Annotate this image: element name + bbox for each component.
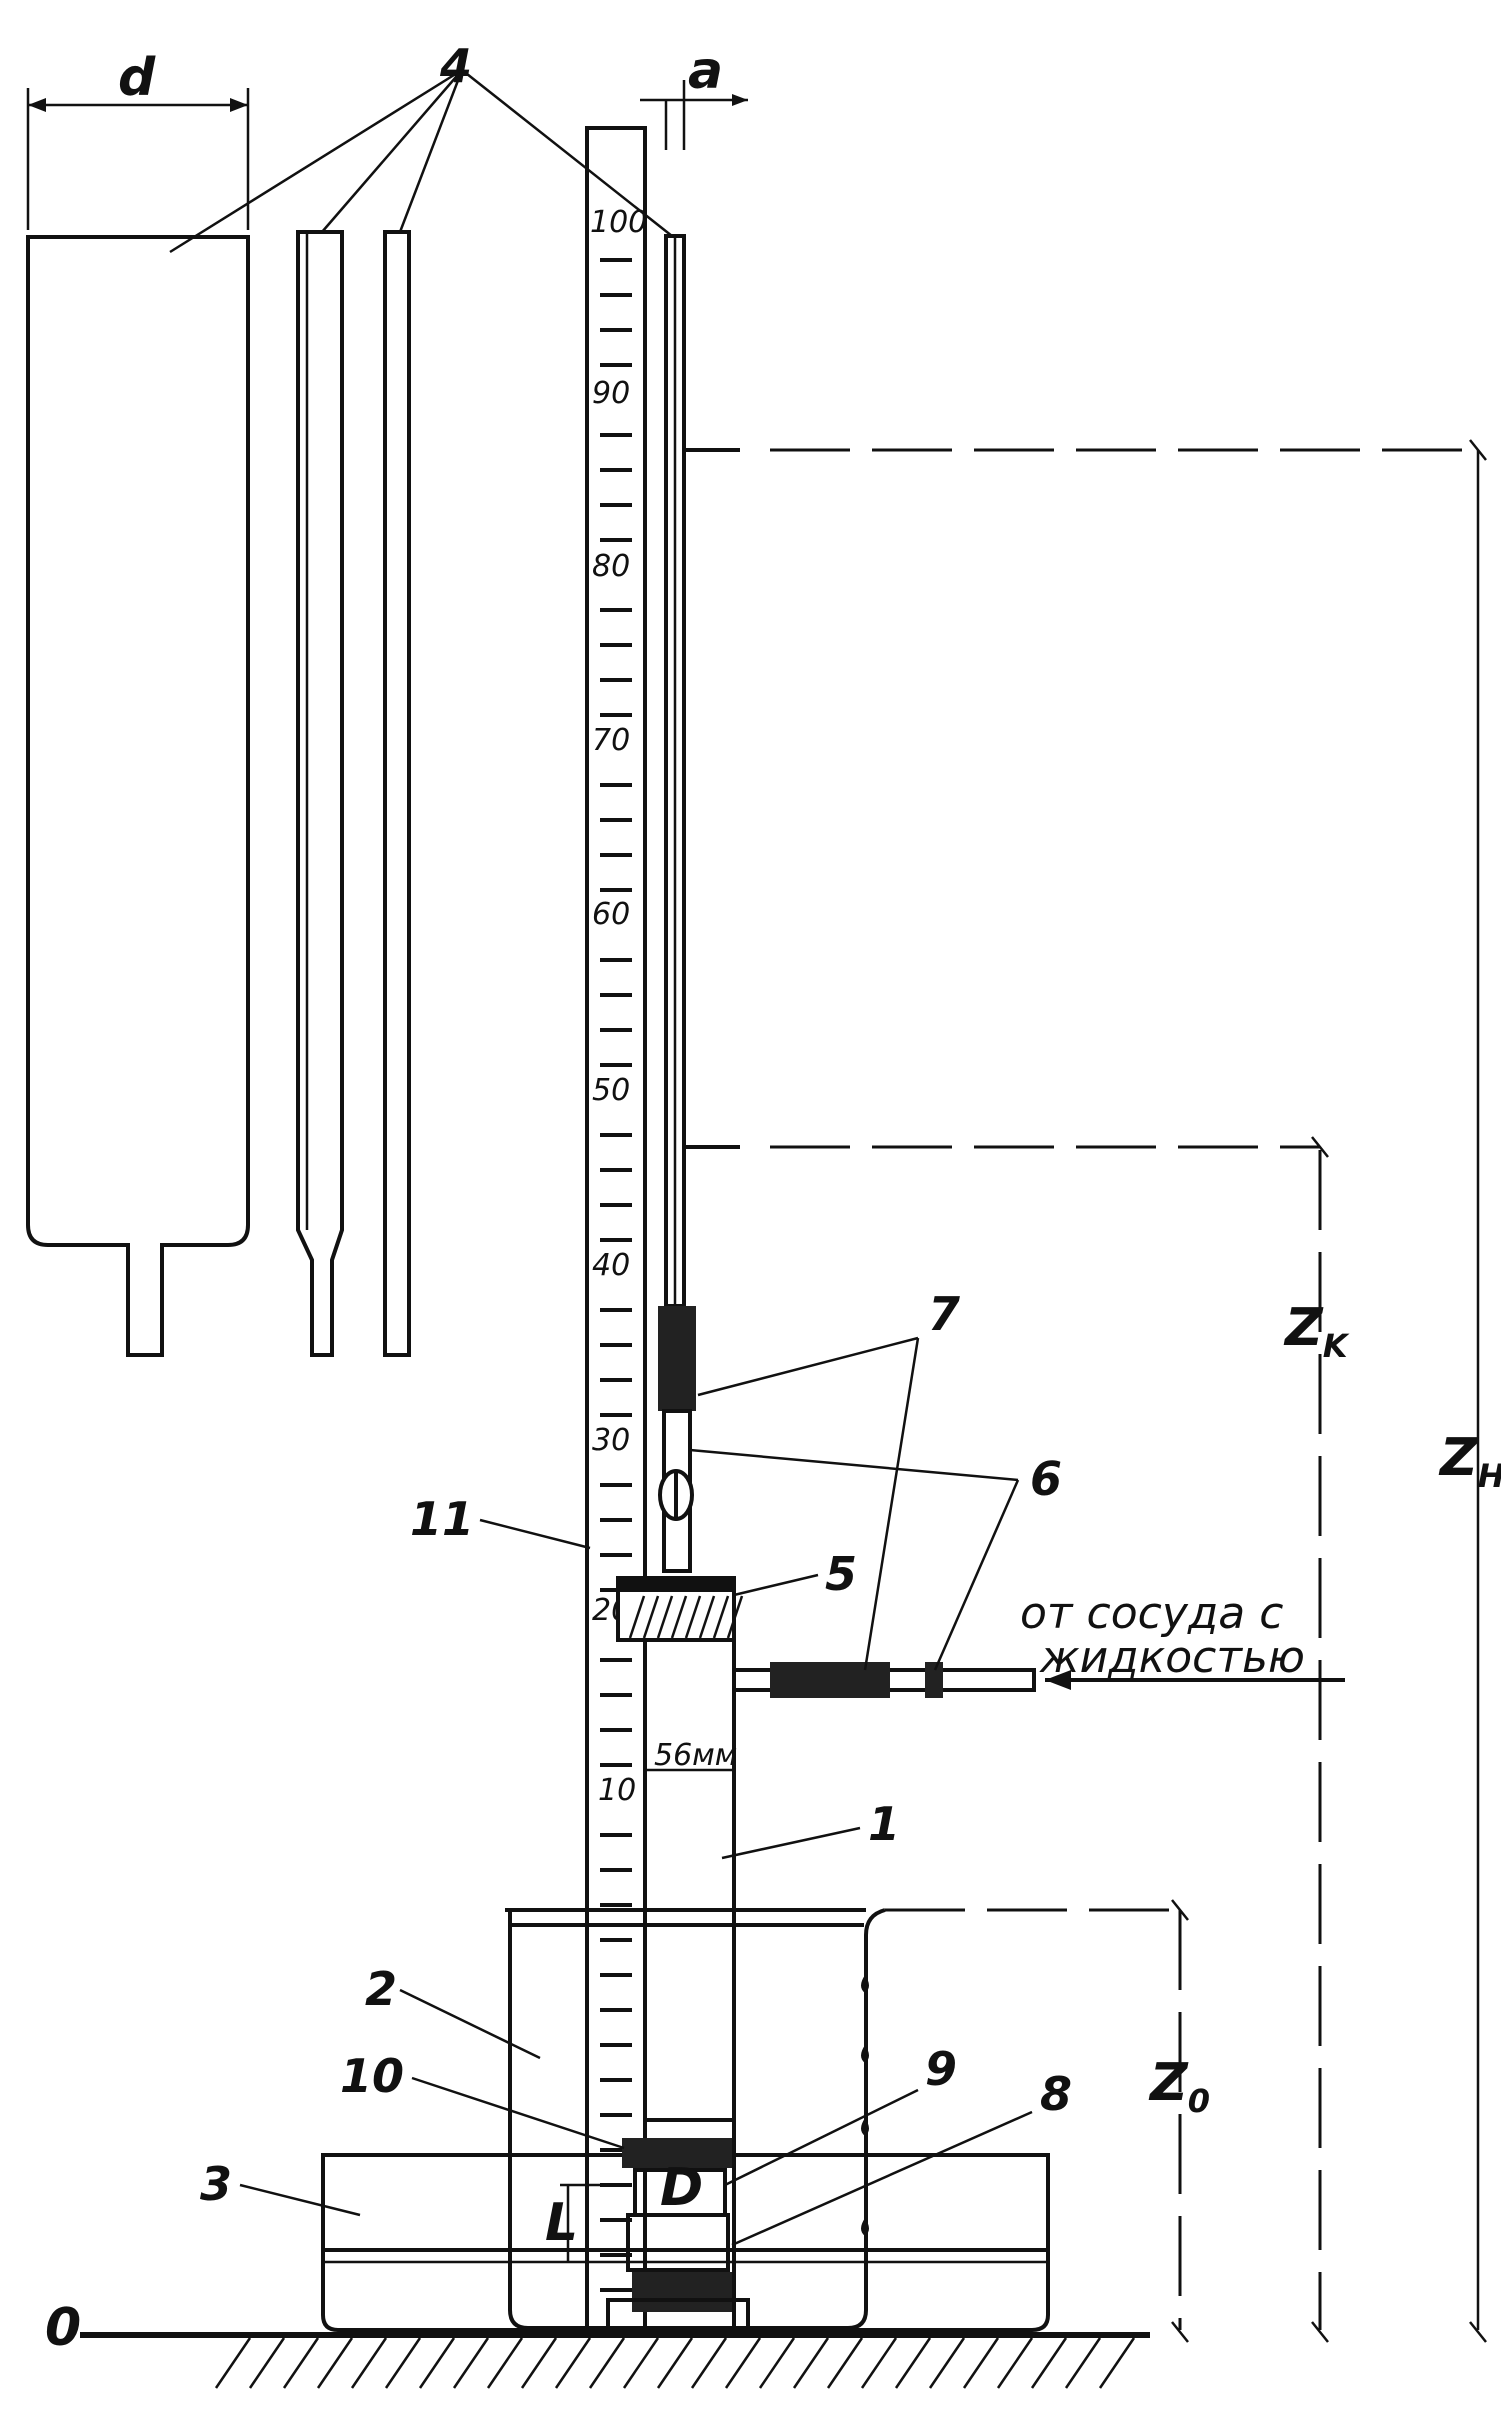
inlet-text-line-2: жидкостью — [1039, 1632, 1305, 1683]
ground-hatch-line — [928, 2337, 966, 2389]
label-8: 8 — [1040, 2067, 1072, 2121]
label-7: 7 — [928, 1287, 960, 1341]
ground-hatch-line — [418, 2337, 456, 2389]
medium-tube-4 — [296, 230, 344, 1357]
inlet-text-line-1: от сосуда с — [1020, 1588, 1283, 1639]
ground-hatch-line — [860, 2337, 898, 2389]
stopper-5 — [616, 1576, 744, 1642]
dimension-a — [640, 80, 748, 150]
ground-hatch-line — [520, 2337, 558, 2389]
ground-hatch-line — [554, 2337, 592, 2389]
label-3: 3 — [200, 2157, 232, 2211]
stopper-hatch-line — [642, 1595, 660, 1639]
ground-hatch-line — [758, 2337, 796, 2389]
leader-7 — [697, 1336, 920, 1671]
leader-4 — [169, 68, 673, 254]
zero-level-label: 0 — [45, 2298, 81, 2358]
label-2: 2 — [365, 1962, 397, 2016]
ground-hatch-line — [690, 2337, 728, 2389]
ground-hatch-line — [316, 2337, 354, 2389]
leader-1 — [721, 1826, 861, 1860]
ground-hatch-line — [1064, 2337, 1102, 2389]
ground-hatch-line — [826, 2337, 864, 2389]
z-dimensions — [770, 439, 1487, 2343]
stopper-hatch-line — [726, 1595, 744, 1639]
mm-label: 56мм — [654, 1738, 737, 1773]
ground-hatch-line — [996, 2337, 1034, 2389]
zn-label: ZH — [1438, 1428, 1501, 1495]
z0-label: Z0 — [1148, 2053, 1210, 2120]
dimension-d-label: d — [118, 48, 156, 108]
tick-label: 60 — [592, 897, 630, 932]
inner-d-label: D — [660, 2158, 703, 2218]
ground — [80, 2332, 1150, 2389]
zk-label: ZK — [1283, 1298, 1350, 1365]
dimension-l-label: L — [545, 2193, 578, 2253]
inlet-tube — [732, 1662, 1345, 1698]
rubber-connector-7-upper — [658, 1306, 696, 1573]
leader-5 — [733, 1573, 819, 1597]
ground-hatch-line — [350, 2337, 388, 2389]
ground-hatch-line — [792, 2337, 830, 2389]
leader-2 — [399, 1988, 541, 2060]
label-10: 10 — [340, 2049, 404, 2103]
capillary-tube — [664, 234, 740, 1308]
label-11: 11 — [410, 1492, 474, 1546]
tick-label: 50 — [592, 1073, 630, 1108]
ground-hatch-line — [588, 2337, 626, 2389]
ground-hatch-line — [248, 2337, 286, 2389]
label-1: 1 — [868, 1797, 900, 1851]
ground-hatch-line — [452, 2337, 490, 2389]
dimension-d — [26, 88, 250, 230]
label-6: 6 — [1030, 1452, 1062, 1506]
tick-label: 100 — [590, 205, 647, 240]
stopper-hatch-line — [712, 1595, 730, 1639]
tick-label: 10 — [598, 1773, 636, 1808]
tick-label: 80 — [592, 549, 630, 584]
ground-hatch-line — [486, 2337, 524, 2389]
bath-3 — [321, 2153, 1050, 2332]
ground-hatch-line — [1030, 2337, 1068, 2389]
stopper-hatch-line — [684, 1595, 702, 1639]
leader-10 — [411, 2076, 625, 2150]
filter-10 — [622, 2138, 732, 2168]
label-5: 5 — [825, 1547, 857, 1601]
leader-11 — [479, 1518, 591, 1550]
tick-label: 70 — [592, 723, 630, 758]
beaker-2 — [505, 1908, 886, 2330]
narrow-tube-4 — [383, 230, 411, 1357]
ground-hatch-line — [1098, 2337, 1136, 2389]
ground-hatch-line — [962, 2337, 1000, 2389]
leader-8 — [731, 2110, 1033, 2247]
drops — [861, 1975, 869, 2236]
ground-hatch-line — [282, 2337, 320, 2389]
stopper-hatch-line — [628, 1595, 646, 1639]
ground-hatch-line — [724, 2337, 762, 2389]
label-9: 9 — [925, 2042, 957, 2096]
leader-3 — [239, 2183, 361, 2217]
dimension-a-label: a — [688, 41, 723, 101]
scale-tick-labels: 100 90 80 70 60 50 40 30 20 10 — [590, 205, 647, 1808]
leader-6 — [689, 1448, 1020, 1671]
tick-label: 40 — [592, 1248, 630, 1283]
leader-9 — [724, 2088, 919, 2187]
ground-hatch-line — [622, 2337, 660, 2389]
dimension-l — [560, 2183, 600, 2262]
ground-hatch-line — [656, 2337, 694, 2389]
support-8 — [606, 2213, 750, 2332]
stopper-hatch-line — [656, 1595, 674, 1639]
tick-label: 90 — [592, 376, 630, 411]
stopper-hatch-line — [698, 1595, 716, 1639]
ground-hatch-line — [214, 2337, 252, 2389]
stopper-hatch-line — [670, 1595, 688, 1639]
scale-ruler-11 — [585, 126, 647, 2330]
tick-label: 30 — [592, 1423, 630, 1458]
wide-tube-4 — [26, 235, 250, 1357]
ground-hatch-line — [384, 2337, 422, 2389]
ground-hatch-line — [894, 2337, 932, 2389]
